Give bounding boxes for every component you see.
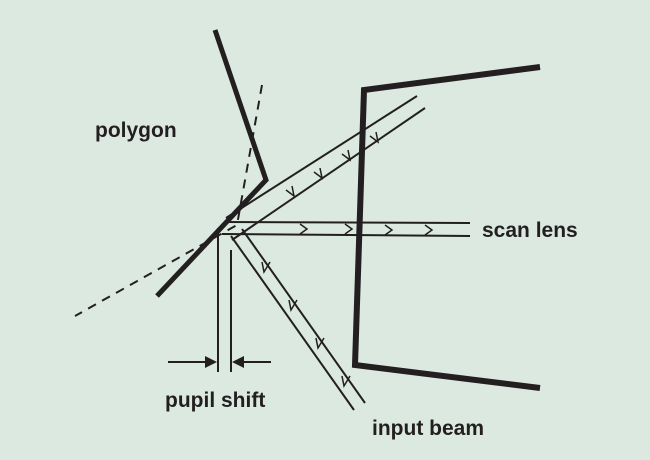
upper-beam-line-b — [231, 107, 426, 241]
upper-beam-chevrons — [285, 131, 380, 198]
scan-lens-label: scan lens — [482, 219, 578, 242]
pupil-arrow-left-head — [205, 356, 217, 368]
input-beam-label: input beam — [372, 417, 485, 440]
pupil-arrow-right-head — [232, 356, 244, 368]
center-beam-line-b — [221, 233, 471, 237]
center-beam-chevrons — [299, 223, 434, 236]
polygon-label: polygon — [95, 119, 177, 142]
scan-lens-frame — [351, 64, 541, 391]
input-beam-line-a — [230, 235, 355, 411]
input-beam-line-b — [241, 228, 366, 404]
upper-beam-line-a — [225, 95, 418, 219]
pupil-shift-label: pupil shift — [165, 389, 266, 412]
polygon-facet — [155, 29, 269, 298]
center-beam-line-a — [223, 221, 471, 224]
input-beam-chevrons — [261, 261, 351, 389]
